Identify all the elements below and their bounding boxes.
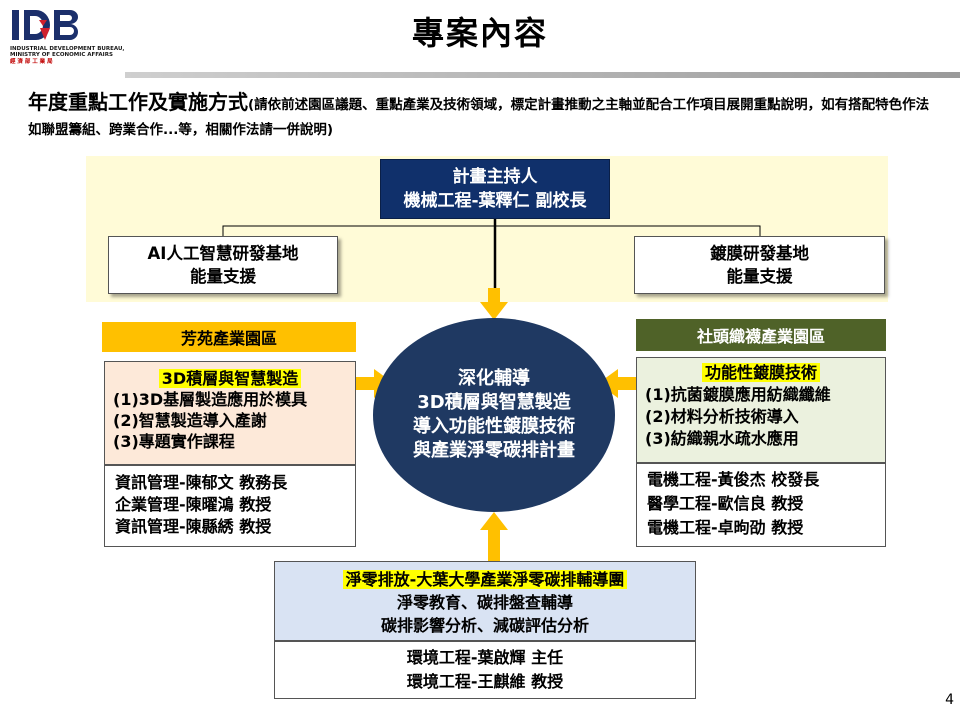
net-zero-item: 淨零教育、碳排盤查輔導 <box>396 592 573 612</box>
page-number: 4 <box>945 692 954 708</box>
logo-text-line: INDUSTRIAL DEVELOPMENT BUREAU, <box>10 46 125 52</box>
ai-base-box: AI人工智慧研發基地 能量支援 <box>108 236 338 294</box>
idb-logo: INDUSTRIAL DEVELOPMENT BUREAU, MINISTRY … <box>10 8 130 74</box>
logo-text-line: 經 濟 部 工 業 局 <box>10 59 53 65</box>
arrow-up-icon <box>480 512 508 562</box>
hub-line: 與產業淨零碳排計畫 <box>413 440 575 461</box>
project-leader-box: 計畫主持人 機械工程-葉釋仁 副校長 <box>380 159 610 219</box>
right-tech-item: (2)材料分析技術導入 <box>645 407 799 426</box>
coating-base-subtitle: 能量支援 <box>726 267 793 286</box>
net-zero-item: 碳排影響分析、減碳評估分析 <box>380 615 589 635</box>
right-person: 電機工程-黃俊杰 校發長 <box>647 470 820 489</box>
logo-text-line: MINISTRY OF ECONOMIC AFFAIRS <box>10 52 113 58</box>
left-tech-item: (1)3D基層製造應用於模具 <box>113 390 308 409</box>
left-people-box: 資訊管理-陳郁文 教務長 企業管理-陳曜鴻 教授 資訊管理-陳縣綉 教授 <box>104 465 356 547</box>
left-person: 企業管理-陳曜鴻 教授 <box>115 495 272 514</box>
shetou-park-label: 社頭織襪產業園區 <box>636 319 886 351</box>
right-tech-item: (3)紡織親水疏水應用 <box>645 429 799 448</box>
hub-line: 3D積層與智慧製造 <box>417 392 571 413</box>
left-person: 資訊管理-陳郁文 教務長 <box>115 473 288 492</box>
hub-line: 深化輔導 <box>458 368 530 389</box>
section-heading: 年度重點工作及實施方式(請依前述園區議題、重點產業及技術領域，標定計畫推動之主軸… <box>28 90 938 142</box>
fangyuan-park-label: 芳苑產業園區 <box>102 322 356 352</box>
right-tech-item: (1)抗菌鍍膜應用紡織纖維 <box>645 385 831 404</box>
left-tech-title: 3D積層與智慧製造 <box>158 369 302 388</box>
leader-role: 計畫主持人 <box>452 167 538 187</box>
net-zero-title: 淨零排放-大葉大學產業淨零碳排輔導團 <box>342 569 628 589</box>
right-people-box: 電機工程-黃俊杰 校發長 醫學工程-歐信良 教授 電機工程-卓昫劭 教授 <box>636 463 886 547</box>
leader-name: 機械工程-葉釋仁 副校長 <box>403 191 587 211</box>
central-hub-circle: 深化輔導 3D積層與智慧製造 導入功能性鍍膜技術 與產業淨零碳排計畫 <box>373 318 615 512</box>
idb-logo-mark-icon <box>12 10 78 40</box>
right-tech-title: 功能性鍍膜技術 <box>701 363 820 382</box>
net-zero-person: 環境工程-葉啟輝 主任 <box>406 648 564 667</box>
left-tech-item: (3)專題實作課程 <box>113 432 235 451</box>
net-zero-person: 環境工程-王麒維 教授 <box>406 672 564 691</box>
section-heading-main: 年度重點工作及實施方式 <box>28 90 248 114</box>
left-person: 資訊管理-陳縣綉 教授 <box>115 517 272 536</box>
ai-base-subtitle: 能量支援 <box>190 267 256 286</box>
page-title: 專案內容 <box>411 14 548 52</box>
right-tech-box: 功能性鍍膜技術 (1)抗菌鍍膜應用紡織纖維 (2)材料分析技術導入 (3)紡織親… <box>636 357 886 463</box>
right-person: 醫學工程-歐信良 教授 <box>647 494 804 513</box>
hub-line: 導入功能性鍍膜技術 <box>413 416 575 437</box>
left-tech-box: 3D積層與智慧製造 (1)3D基層製造應用於模具 (2)智慧製造導入產謝 (3)… <box>104 361 356 465</box>
ai-base-title: AI人工智慧研發基地 <box>147 244 299 263</box>
left-tech-item: (2)智慧製造導入產謝 <box>113 411 267 430</box>
header-divider <box>125 72 960 78</box>
section-heading-note: (請依前述園區議題、重點產業及技術領域，標定計畫推動之主軸並配合工作項目展開重點… <box>28 97 930 138</box>
coating-base-title: 鍍膜研發基地 <box>710 244 809 263</box>
net-zero-box: 淨零排放-大葉大學產業淨零碳排輔導團 淨零教育、碳排盤查輔導 碳排影響分析、減碳… <box>274 561 696 641</box>
coating-base-box: 鍍膜研發基地 能量支援 <box>634 236 885 294</box>
net-zero-people-box: 環境工程-葉啟輝 主任 環境工程-王麒維 教授 <box>274 641 696 699</box>
right-person: 電機工程-卓昫劭 教授 <box>647 518 804 537</box>
